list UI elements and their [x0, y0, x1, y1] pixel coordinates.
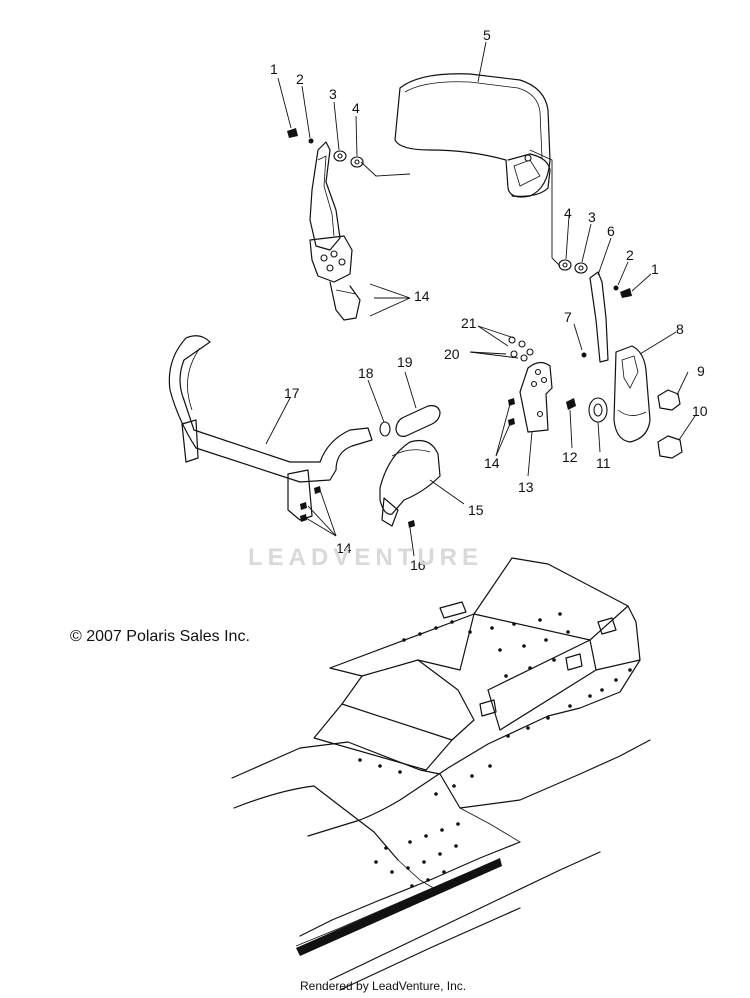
callout-3-right: 3	[588, 209, 596, 225]
storage-bag	[379, 439, 441, 528]
callout-14-middle: 14	[484, 455, 500, 471]
grab-bar	[168, 335, 373, 522]
leader-lines	[265, 41, 696, 557]
left-bracket-assembly	[309, 141, 361, 321]
left-hardware	[287, 128, 364, 168]
right-bracket-assembly	[558, 259, 683, 459]
callout-17: 17	[284, 385, 300, 401]
callout-16: 16	[410, 557, 426, 573]
chassis-tunnel	[231, 557, 651, 991]
callout-4-left: 4	[352, 100, 360, 116]
callout-labels: 1 2 3 4 5 4 3 6 2 1 14 21 7 8 20 9 18 19…	[270, 27, 708, 573]
mount-plate	[508, 336, 553, 433]
callout-21: 21	[461, 315, 477, 331]
callout-1-left: 1	[270, 61, 278, 77]
callout-14-lower: 14	[336, 540, 352, 556]
callout-6: 6	[607, 223, 615, 239]
callout-7: 7	[564, 309, 572, 325]
callout-20: 20	[444, 346, 460, 362]
callout-1-right: 1	[651, 261, 659, 277]
callout-10: 10	[692, 403, 708, 419]
callout-15: 15	[468, 502, 484, 518]
callout-3-left: 3	[329, 86, 337, 102]
callout-18: 18	[358, 365, 374, 381]
render-credit: Rendered by LeadVenture, Inc.	[300, 979, 467, 993]
callout-13: 13	[518, 479, 534, 495]
callout-8: 8	[676, 321, 684, 337]
callout-11: 11	[596, 455, 611, 471]
callout-12: 12	[562, 449, 578, 465]
callout-5: 5	[483, 27, 491, 43]
callout-2-left: 2	[296, 71, 304, 87]
callout-2-right: 2	[626, 247, 634, 263]
watermark: LEADVENTURE	[248, 544, 484, 571]
callout-19: 19	[397, 354, 413, 370]
backrest-pad	[394, 73, 551, 198]
callout-9: 9	[697, 363, 705, 379]
callout-4-right: 4	[564, 205, 572, 221]
callout-14-upper: 14	[414, 288, 430, 304]
spacer-and-sleeve	[379, 405, 441, 437]
copyright-notice: © 2007 Polaris Sales Inc.	[70, 628, 250, 645]
